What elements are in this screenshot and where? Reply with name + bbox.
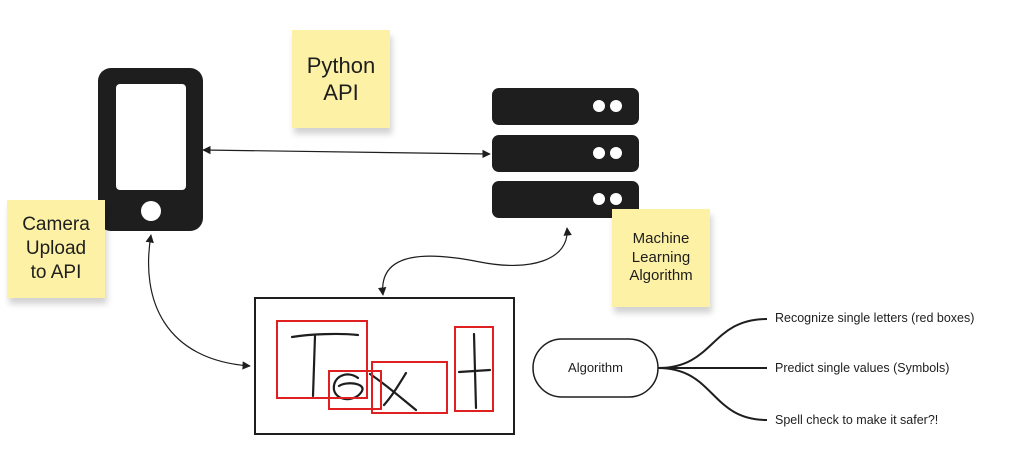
mindmap-root-label: Algorithm	[568, 360, 623, 375]
image-server-connector	[377, 227, 572, 296]
sticky-camera-upload: Camera Upload to API	[7, 200, 105, 298]
mindmap-branch	[657, 367, 768, 421]
mindmap	[532, 318, 768, 421]
smartphone-icon	[98, 68, 203, 231]
mindmap-branch-label: Recognize single letters (red boxes)	[775, 311, 975, 325]
sticky-python-api: Python API	[292, 30, 390, 128]
sticky-line: API	[323, 80, 359, 105]
letter-box	[328, 370, 382, 410]
handwritten-text-strokes	[290, 332, 492, 412]
sticky-line: Learning	[631, 248, 691, 266]
server-icon	[492, 88, 639, 218]
sticky-line: Algorithm	[629, 267, 693, 285]
sticky-line: to API	[30, 261, 82, 283]
handwriting-image	[254, 297, 515, 435]
mindmap-branch-label: Spell check to make it safer?!	[775, 413, 939, 427]
sticky-machine-learning: Machine Learning Algorithm	[612, 209, 710, 307]
letter-box	[276, 320, 368, 399]
sticky-line: Upload	[25, 238, 87, 260]
sticky-line: Python	[306, 52, 376, 78]
phone-image-connector	[145, 234, 251, 370]
letter-box	[454, 326, 494, 412]
mindmap-branch	[657, 318, 768, 369]
letter-box	[371, 361, 448, 414]
mindmap-branch-label: Predict single values (Symbols)	[775, 361, 950, 375]
sticky-line: Camera	[22, 214, 90, 236]
letter-boxes	[276, 320, 494, 414]
sticky-line: Machine	[632, 229, 690, 247]
phone-server-connector	[202, 145, 491, 159]
